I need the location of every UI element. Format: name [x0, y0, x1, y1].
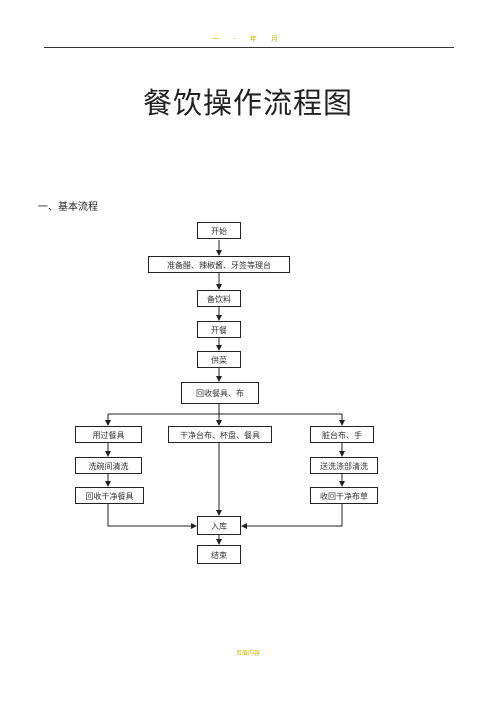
node-start: 开始 — [197, 222, 241, 239]
node-prep-food: 备饮料 — [197, 290, 241, 307]
header-divider — [44, 47, 454, 48]
node-serve: 供菜 — [197, 351, 241, 368]
node-prepare: 准备醋、辣椒酱、牙签等理台 — [148, 256, 290, 273]
section-heading: 一、基本流程 — [38, 202, 98, 213]
node-clean-items: 干净台布、杯盘、餐具 — [168, 426, 272, 443]
edge-return-storage — [107, 504, 197, 529]
node-dish-wash: 洗碗间清洗 — [75, 457, 142, 474]
node-table-cloth: 脏台布、手 — [310, 426, 374, 443]
page-title: 餐饮操作流程图 — [142, 86, 353, 120]
node-used-tableware: 用过餐具 — [75, 426, 142, 443]
node-collect: 回收餐具、布 — [181, 382, 259, 404]
page-footer: 页眉内容 — [235, 650, 260, 657]
node-laundry: 送洗涤部清洗 — [310, 457, 378, 474]
node-storage: 入库 — [197, 516, 241, 535]
node-end: 结束 — [197, 545, 241, 564]
node-return-cloth: 收回干净布草 — [310, 487, 378, 504]
node-return-tableware: 回收干净餐具 — [75, 487, 144, 504]
page-header: 一 · 年 月 — [212, 35, 284, 43]
node-open: 开餐 — [197, 321, 241, 338]
edge-cloth-storage — [241, 504, 343, 529]
